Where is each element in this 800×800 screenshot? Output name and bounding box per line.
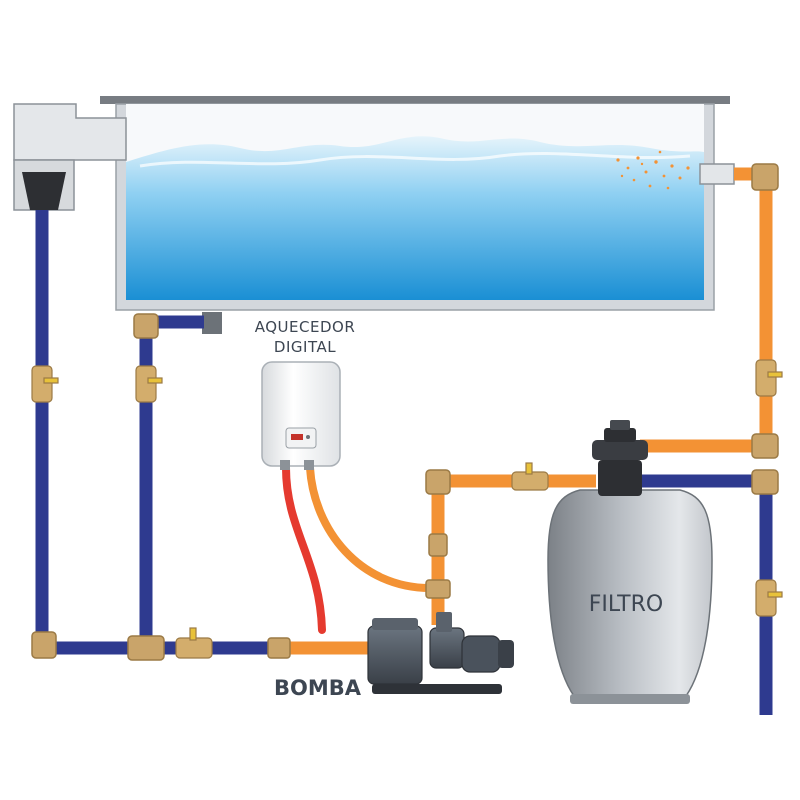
valves: [31, 359, 783, 659]
return-nozzle-icon: [699, 163, 735, 185]
orange-hose: [306, 464, 434, 592]
coupling-fitting-icon: [428, 533, 448, 557]
tee-fitting-icon: [425, 579, 451, 599]
heater-label-line2: DIGITAL: [274, 338, 336, 356]
ball-valve-icon: [175, 627, 213, 659]
orange-pipes: [290, 167, 773, 655]
ball-valve-icon: [755, 579, 783, 617]
elbow-fitting-icon: [133, 313, 159, 339]
ball-valve-icon: [755, 359, 783, 397]
pool: [100, 96, 735, 334]
elbow-fitting-icon: [31, 631, 57, 659]
pool-water: [126, 136, 704, 300]
elbow-fitting-icon: [751, 469, 779, 495]
pump-label: BOMBA: [274, 676, 362, 700]
drain-box-icon: [202, 312, 222, 334]
heater-label-line1: AQUECEDOR: [255, 318, 356, 336]
elbow-fitting-icon: [425, 469, 451, 495]
red-hose: [282, 464, 326, 634]
skimmer-icon: [13, 103, 127, 211]
elbow-fitting-icon: [751, 163, 779, 191]
ball-valve-icon: [31, 365, 59, 403]
pump-icon: [367, 612, 514, 694]
heater-icon: [261, 361, 341, 470]
pool-deck: [100, 96, 730, 104]
fittings: [31, 163, 779, 661]
filter-label: FILTRO: [589, 592, 663, 617]
ball-valve-icon: [511, 462, 549, 491]
wave-highlight: [139, 151, 691, 168]
ball-valve-icon: [135, 365, 163, 403]
heater-hoses: [282, 464, 434, 634]
sand-filter-icon: [547, 420, 713, 704]
return-spray: [616, 150, 690, 190]
coupling-fitting-icon: [267, 637, 291, 659]
tee-fitting-icon: [127, 635, 165, 661]
elbow-fitting-icon: [751, 433, 779, 459]
